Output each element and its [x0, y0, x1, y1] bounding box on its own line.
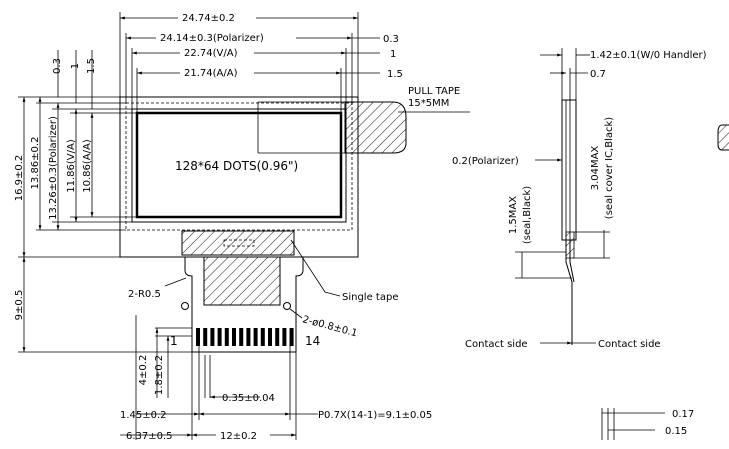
- bottom-dimensions: 4±0.2 1.8±0.2 0.35±0.04 1.45±0.2 P0.7X(1…: [120, 315, 432, 442]
- fpc-pin: [275, 328, 280, 346]
- single-tape-label: Single tape: [342, 292, 398, 303]
- fpc-pin: [217, 328, 222, 346]
- fpc-radius-label: 2-R0.5: [128, 289, 161, 300]
- top-dimensions: 24.74±0.2 24.14±0.3(Polarizer) 22.74(V/A…: [119, 11, 403, 113]
- dim-pitch-width: 0.35±0.04: [222, 393, 275, 404]
- dim-1-8: 1.8±0.2: [154, 355, 165, 395]
- pull-tape-label-1: PULL TAPE: [408, 86, 460, 97]
- left-dimensions: 16.9±0.2 13.86±0.2 13.26±0.3(Polarizer) …: [14, 50, 192, 353]
- ic-chip: [223, 239, 255, 247]
- dim-left-t1: 0.3: [52, 58, 63, 74]
- dim-top-r1: 0.3: [383, 34, 399, 45]
- dim-fpc-length: 9±0.5: [14, 290, 25, 321]
- dim-1-45: 1.45±0.2: [120, 410, 167, 421]
- side-seal-2: (seal,Black): [522, 186, 533, 244]
- dim-4: 4±0.2: [138, 355, 149, 386]
- dim-va-width: 22.74(V/A): [184, 48, 238, 59]
- fpc-body: [184, 257, 304, 353]
- side-glass: [561, 99, 577, 241]
- side-0-7: 0.7: [590, 69, 606, 80]
- viewing-area: [131, 108, 347, 223]
- side-seal-1: 1.5MAX: [508, 196, 519, 234]
- side-seal: [565, 231, 575, 259]
- pin-first-label: 1: [170, 334, 178, 348]
- fpc-pins: [196, 328, 294, 346]
- fpc-pin: [196, 328, 200, 346]
- dim-6-37: 6.37±0.5: [126, 431, 173, 442]
- edge-fragment: [717, 124, 729, 151]
- side-seal-cover-2: (seal cover IC,Black): [604, 117, 615, 219]
- fpc-pin: [282, 328, 287, 346]
- fpc-pin: [210, 328, 215, 346]
- fpc-pin: [239, 328, 244, 346]
- dim-left-t3: 1.5: [86, 58, 97, 74]
- pull-tape: [344, 101, 407, 154]
- contact-side-left: Contact side: [465, 339, 528, 350]
- side-0-15: 0.15: [665, 426, 687, 437]
- fpc-pin: [253, 328, 258, 346]
- side-thickness: 1.42±0.1(W/0 Handler): [590, 50, 707, 61]
- display-label: 128*64 DOTS(0.96"): [175, 159, 298, 173]
- dim-outline-height: 16.9±0.2: [14, 155, 25, 202]
- side-polarizer: 0.2(Polarizer): [452, 156, 519, 167]
- dim-aa-height: 10.86(A/A): [82, 139, 93, 193]
- dim-polarizer-width: 24.14±0.3(Polarizer): [160, 33, 264, 44]
- pull-tape-label-2: 15*5MM: [408, 98, 449, 109]
- dim-top-r2: 1: [390, 49, 396, 60]
- dim-height-2: 13.86±0.2: [30, 137, 41, 190]
- dim-aa-width: 21.74(A/A): [184, 68, 238, 79]
- pin-last-label: 14: [305, 334, 320, 348]
- fpc-stiffener: [203, 256, 281, 306]
- dim-pitch-total: P0.7X(14-1)=9.1±0.05: [318, 410, 432, 421]
- side-view: 1.42±0.1(W/0 Handler) 0.7 0.2(Polarizer)…: [452, 48, 729, 440]
- fpc-pin: [268, 328, 272, 346]
- dim-polarizer-height: 13.26±0.3(Polarizer): [48, 116, 59, 220]
- side-seal-cover-1: 3.04MAX: [590, 146, 601, 191]
- fpc-pin: [260, 328, 265, 346]
- dim-outline-width: 24.74±0.2: [182, 13, 235, 24]
- dim-12: 12±0.2: [220, 431, 257, 442]
- contact-side-right: Contact side: [598, 339, 661, 350]
- fpc-hole-right: [283, 302, 291, 310]
- fpc-pin: [232, 328, 236, 346]
- ic-cover: [181, 230, 295, 256]
- fpc-pin: [224, 328, 229, 346]
- fpc-pin: [203, 328, 208, 346]
- fpc-pin: [246, 328, 251, 346]
- dim-va-height: 11.86(V/A): [66, 139, 77, 193]
- fpc-hole-left: [181, 302, 189, 310]
- fpc-pin: [289, 328, 294, 346]
- side-0-17: 0.17: [672, 409, 694, 420]
- dim-top-r3: 1.5: [387, 69, 403, 80]
- active-area: [135, 111, 343, 219]
- polarizer-outline: [125, 102, 353, 231]
- dim-left-t2: 1: [70, 63, 81, 69]
- front-view: 128*64 DOTS(0.96") PULL TAPE 15*5MM 1 14…: [119, 86, 470, 353]
